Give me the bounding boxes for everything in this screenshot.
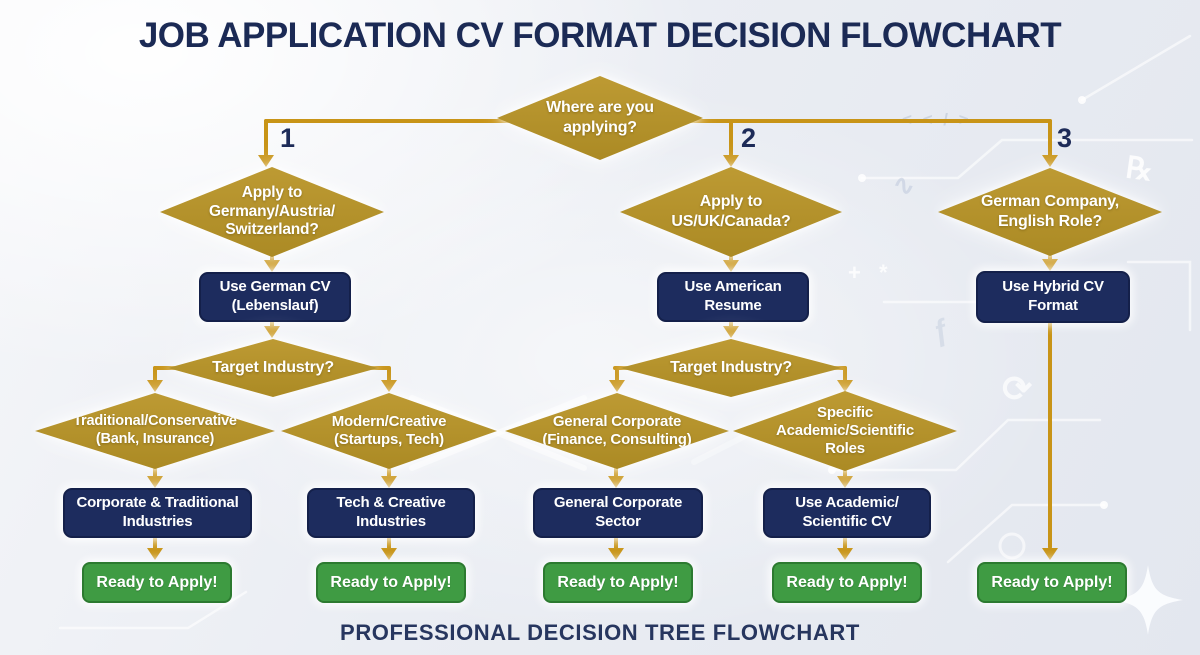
action-box-b2: Use American Resume [657,272,809,322]
arrowhead-b1-q-action-icon [264,260,280,272]
terminal-b1-right: Ready to Apply! [316,562,466,603]
question-diamond-b2: Apply to US/UK/Canada? [620,167,842,257]
terminal-b2-right: Ready to Apply! [772,562,922,603]
arrowhead-b2l-sub-action-icon [608,476,624,488]
connector-b3-terminal [1048,317,1052,549]
arrowhead-branch1-icon [258,155,274,167]
target-diamond-b2: Target Industry? [620,339,842,397]
arrowhead-b1-action-target-icon [264,326,280,338]
arrowhead-b2l-terminal-icon [608,548,624,560]
arrowhead-b1r-sub-action-icon [381,476,397,488]
root-decision-label: Where are you applying? [497,76,703,160]
branch-3-number: 3 [1057,123,1073,153]
arrowhead-b1l-terminal-icon [147,548,163,560]
terminal-b1-left: Ready to Apply! [82,562,232,603]
question-label-b3: German Company, English Role? [938,168,1162,256]
arrowhead-b2-right-icon [837,380,853,392]
terminal-b3: Ready to Apply! [977,562,1127,603]
target-label-b1: Target Industry? [168,339,378,397]
connector-branch1-drop [264,119,268,157]
arrowhead-b2r-sub-action-icon [837,476,853,488]
target-label-b2: Target Industry? [620,339,842,397]
question-label-b1: Apply to Germany/Austria/ Switzerland? [160,167,384,257]
sub-diamond-b1-left: Traditional/Conservative (Bank, Insuranc… [35,393,275,469]
sub-label-b2-right: Specific Academic/Scientific Roles [733,391,957,471]
connector-b2r-terminal [843,534,847,550]
arrowhead-b2-action-target-icon [723,326,739,338]
action-box-b3: Use Hybrid CV Format [976,271,1130,323]
sub-label-b1-left: Traditional/Conservative (Bank, Insuranc… [35,393,275,469]
sub-diamond-b2-left: General Corporate (Finance, Consulting) [505,393,729,469]
connector-b1r-terminal [387,534,391,550]
arrowhead-branch3-icon [1042,155,1058,167]
sub-diamond-b1-right: Modern/Creative (Startups, Tech) [281,393,497,469]
arrowhead-b3-terminal-icon [1042,548,1058,560]
action-box-b2-right: Use Academic/ Scientific CV [763,488,931,538]
connector-branch3-drop [1048,119,1052,157]
question-diamond-b1: Apply to Germany/Austria/ Switzerland? [160,167,384,257]
connector-b1-right-elbow-h [368,366,390,370]
terminal-b2-left: Ready to Apply! [543,562,693,603]
connector-b1-action-target [270,316,274,328]
action-box-b2-left: General Corporate Sector [533,488,703,538]
connector-b1-left-elbow-v [153,366,157,382]
branch-1-number: 1 [280,123,296,153]
action-box-b1: Use German CV (Lebenslauf) [199,272,351,322]
connector-b2-action-target [729,316,733,328]
sparkle-icon [1113,565,1183,635]
target-diamond-b1: Target Industry? [168,339,378,397]
sub-label-b1-right: Modern/Creative (Startups, Tech) [281,393,497,469]
arrowhead-b2r-terminal-icon [837,548,853,560]
arrowhead-b2-left-icon [609,380,625,392]
connector-b1l-sub-action [153,462,157,478]
question-label-b2: Apply to US/UK/Canada? [620,167,842,257]
branch-2-number: 2 [741,123,757,153]
arrowhead-b1-left-icon [147,380,163,392]
sub-label-b2-left: General Corporate (Finance, Consulting) [505,393,729,469]
arrowhead-b3-q-action-icon [1042,259,1058,271]
connector-branch2-drop [729,119,733,157]
arrowhead-b1-right-icon [381,380,397,392]
arrowhead-b2-q-action-icon [723,260,739,272]
sub-diamond-b2-right: Specific Academic/Scientific Roles [733,391,957,471]
refresh-icon: ⟳ [1002,368,1033,409]
arrowhead-b1r-terminal-icon [381,548,397,560]
question-diamond-b3: German Company, English Role? [938,168,1162,256]
action-box-b1-right: Tech & Creative Industries [307,488,475,538]
plus-asterisk-icon: + * [848,260,894,285]
page-title: JOB APPLICATION CV FORMAT DECISION FLOWC… [138,16,1062,55]
connector-b2-right-elbow-v [843,366,847,382]
footer-caption: PROFESSIONAL DECISION TREE FLOWCHART [340,620,860,645]
root-decision-diamond: Where are you applying? [497,76,703,160]
arrowhead-b1l-sub-action-icon [147,476,163,488]
connector-b2l-sub-action [614,462,618,478]
connector-b3-q-action [1048,250,1052,264]
connector-b1l-terminal [153,534,157,550]
connector-b1r-sub-action [387,462,391,478]
action-box-b1-left: Corporate & Traditional Industries [63,488,252,538]
connector-b1-right-elbow-v [387,366,391,382]
connector-b1-q-action [270,250,274,264]
arrowhead-branch2-icon [723,155,739,167]
connector-b2-q-action [729,250,733,264]
connector-b2l-terminal [614,534,618,550]
connector-b2-left-elbow-v [615,366,619,382]
